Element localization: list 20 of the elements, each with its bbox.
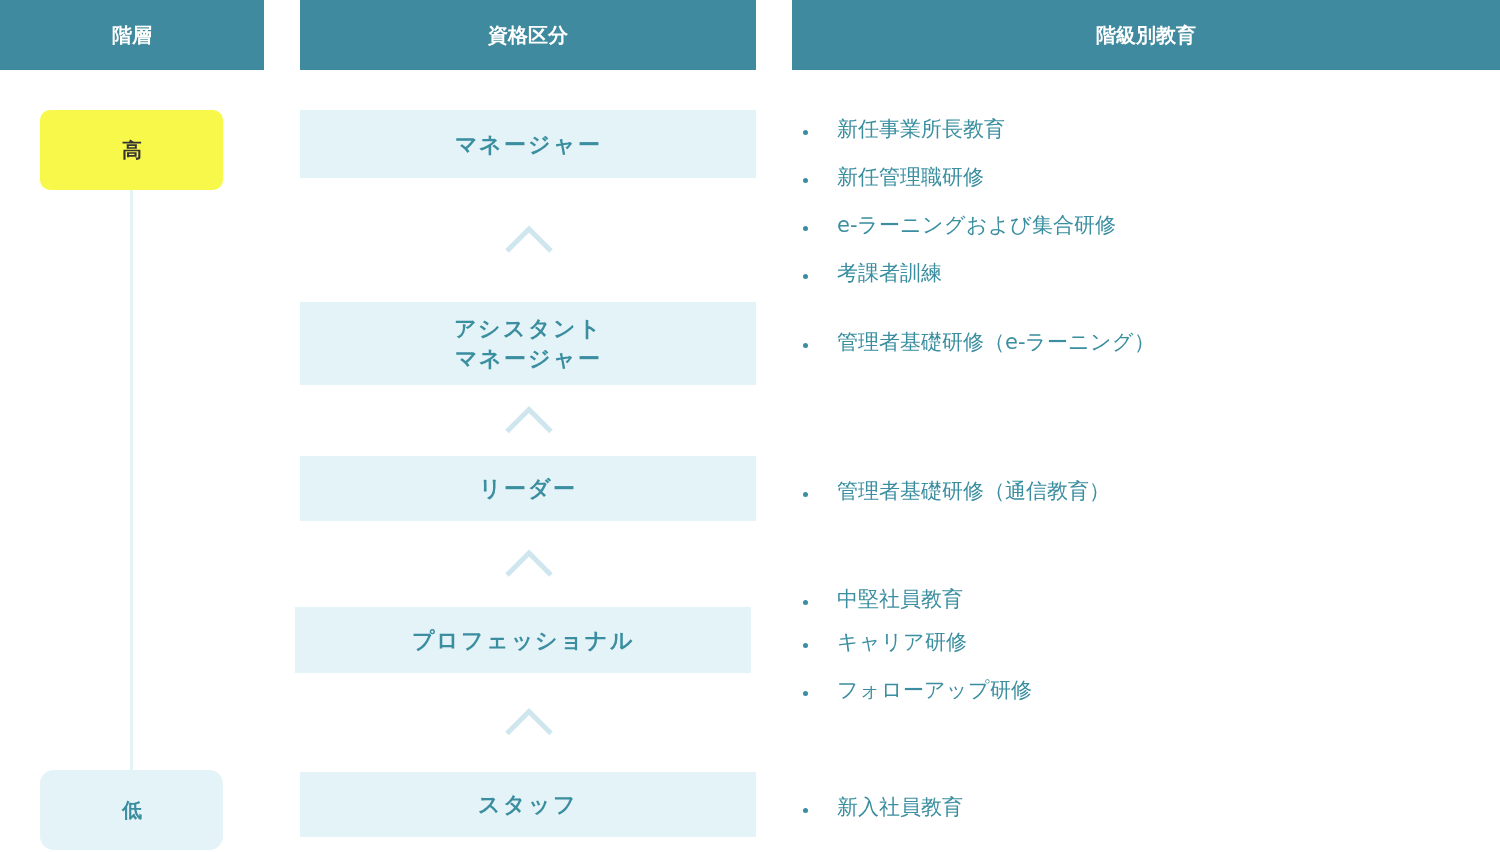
column-header: 階級別教育 <box>792 0 1500 70</box>
training-item: 新入社員教育 <box>837 794 963 821</box>
column-header: 資格区分 <box>300 0 756 70</box>
grade-box: アシスタントマネージャー <box>300 302 756 385</box>
training-item: e-ラーニングおよび集合研修 <box>837 212 1117 239</box>
column-header: 階層 <box>0 0 264 70</box>
training-item: 管理者基礎研修（e-ラーニング） <box>837 329 1156 356</box>
training-item: 中堅社員教育 <box>837 586 963 613</box>
training-item: 新任管理職研修 <box>837 164 984 191</box>
training-item: 新任事業所長教育 <box>837 116 1005 143</box>
grade-box: スタッフ <box>300 772 756 837</box>
level-low-box: 低 <box>40 770 223 850</box>
training-item: 管理者基礎研修（通信教育） <box>837 478 1110 505</box>
grade-box: リーダー <box>300 456 756 521</box>
training-item: 考課者訓練 <box>837 260 942 287</box>
level-high-box: 高 <box>40 110 223 190</box>
grade-box: マネージャー <box>300 110 756 178</box>
grade-box: プロフェッショナル <box>295 607 751 673</box>
training-item: フォローアップ研修 <box>837 677 1032 704</box>
training-item: キャリア研修 <box>837 629 967 656</box>
